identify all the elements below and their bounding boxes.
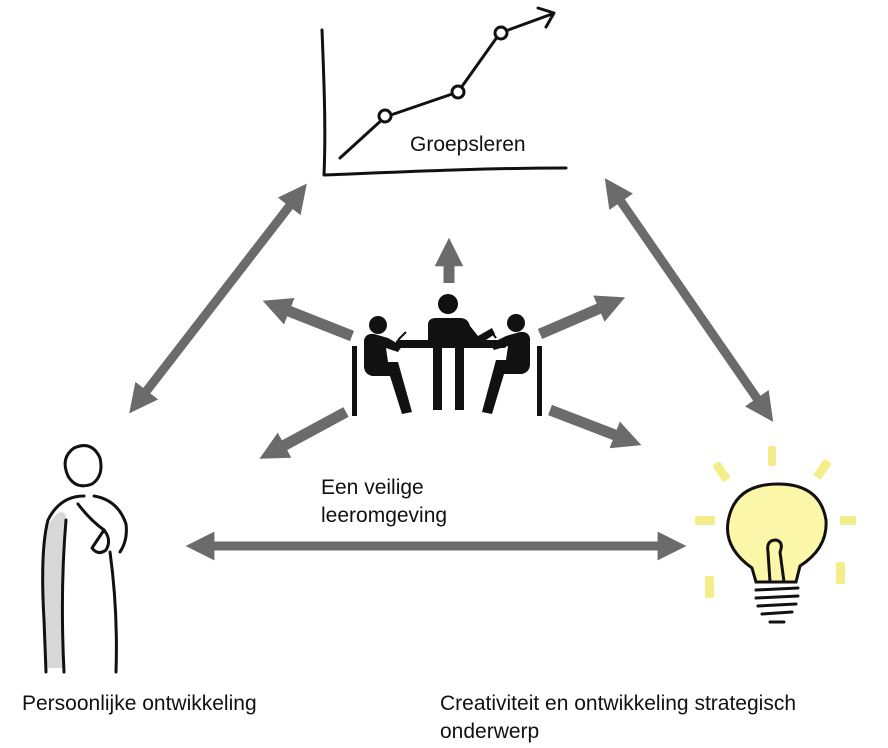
label-veilige-leeromgeving: Een veilige leeromgeving [321, 474, 521, 530]
label-center-line2: leeromgeving [321, 504, 448, 527]
radiate-arrow-down-left [259, 407, 349, 459]
radiate-arrow-up-right [537, 295, 626, 340]
meeting-table-icon [352, 294, 542, 416]
lightbulb-icon [695, 446, 856, 624]
label-right-line2: onderwerp [440, 720, 540, 743]
radiate-arrow-up-left [262, 297, 355, 342]
label-groepsleren: Groepsleren [410, 133, 526, 156]
label-persoonlijke-ontwikkeling: Persoonlijke ontwikkeling [22, 692, 257, 715]
person-icon [41, 444, 128, 674]
growth-chart-icon [320, 6, 568, 177]
label-right-line1: Creativiteit en ontwikkeling strategisch [440, 692, 796, 715]
label-center-line1: Een veilige [321, 476, 424, 499]
arrow-top-right [604, 178, 774, 422]
label-creativiteit: Creativiteit en ontwikkeling strategisch… [440, 690, 880, 746]
radiate-arrow-down-right [548, 404, 642, 449]
arrow-top-left [129, 183, 307, 414]
radiating-arrows [259, 237, 642, 459]
